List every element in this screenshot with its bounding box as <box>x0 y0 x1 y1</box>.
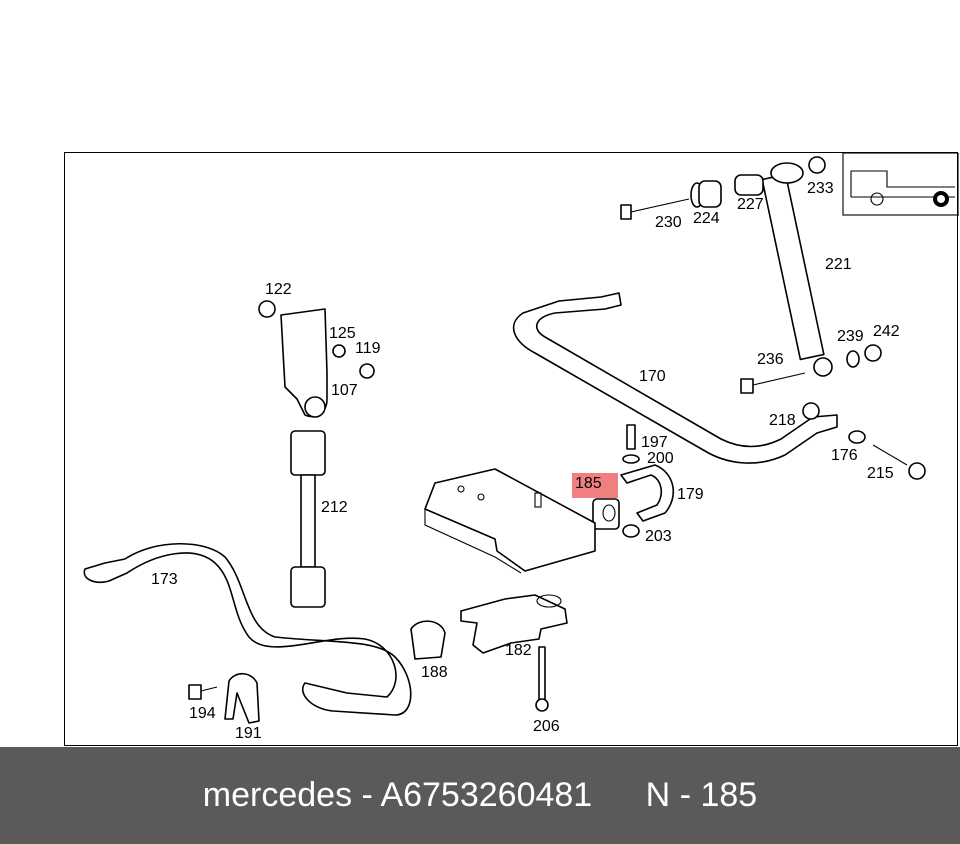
callout-125: 125 <box>329 325 356 342</box>
callout-203: 203 <box>645 528 672 545</box>
callout-242: 242 <box>873 323 900 340</box>
callout-227: 227 <box>737 196 764 213</box>
truck-rear-axle-icon <box>842 153 959 216</box>
callout-191: 191 <box>235 725 262 742</box>
callout-170: 170 <box>639 368 666 385</box>
footer-dash-1: - <box>361 776 373 814</box>
callout-236: 236 <box>757 351 784 368</box>
callout-173: 173 <box>151 571 178 588</box>
upper-mount-hardware <box>620 156 826 220</box>
callout-206: 206 <box>533 718 560 735</box>
callout-197: 197 <box>641 434 668 451</box>
position-number: 185 <box>700 776 758 814</box>
part-number-footer: mercedes - A6753260481 N - 185 <box>0 747 960 844</box>
callout-182: 182 <box>505 642 532 659</box>
callout-188: 188 <box>421 664 448 681</box>
callout-194: 194 <box>189 705 216 722</box>
callout-107: 107 <box>331 382 358 399</box>
callout-176: 176 <box>831 447 858 464</box>
stabilizer-bar-173 <box>83 542 412 716</box>
clamp-hardware-left <box>188 620 446 724</box>
bracket-107 <box>258 300 375 418</box>
footer-dash-2: - <box>679 776 692 814</box>
callout-179: 179 <box>677 486 704 503</box>
callout-239: 239 <box>837 328 864 345</box>
stabilizer-clamp-179 <box>592 424 674 538</box>
callout-119: 119 <box>355 340 381 357</box>
bracket-182 <box>460 594 568 712</box>
link-hardware <box>802 402 926 480</box>
brand-text: mercedes <box>202 776 353 814</box>
callout-233: 233 <box>807 180 834 197</box>
stabilizer-bar-170 <box>512 292 838 464</box>
callout-215: 215 <box>867 465 894 482</box>
shock-absorber-221 <box>761 162 833 377</box>
parts-drawing <box>83 153 959 724</box>
callout-218: 218 <box>769 412 796 429</box>
callout-185-highlighted: 185 <box>572 473 618 498</box>
part-number: A6753260481 <box>380 776 593 814</box>
callout-200: 200 <box>647 450 674 467</box>
callout-230: 230 <box>655 214 682 231</box>
callout-221: 221 <box>825 256 852 273</box>
callout-122: 122 <box>265 281 292 298</box>
lower-mount-hardware <box>740 344 882 394</box>
parts-diagram: 122 125 119 107 212 173 194 191 188 182 … <box>64 152 959 746</box>
position-prefix: N <box>645 776 671 814</box>
callout-212: 212 <box>321 499 348 516</box>
frame-rail <box>424 468 596 574</box>
callout-224: 224 <box>693 210 720 227</box>
connecting-link-212 <box>290 430 326 608</box>
